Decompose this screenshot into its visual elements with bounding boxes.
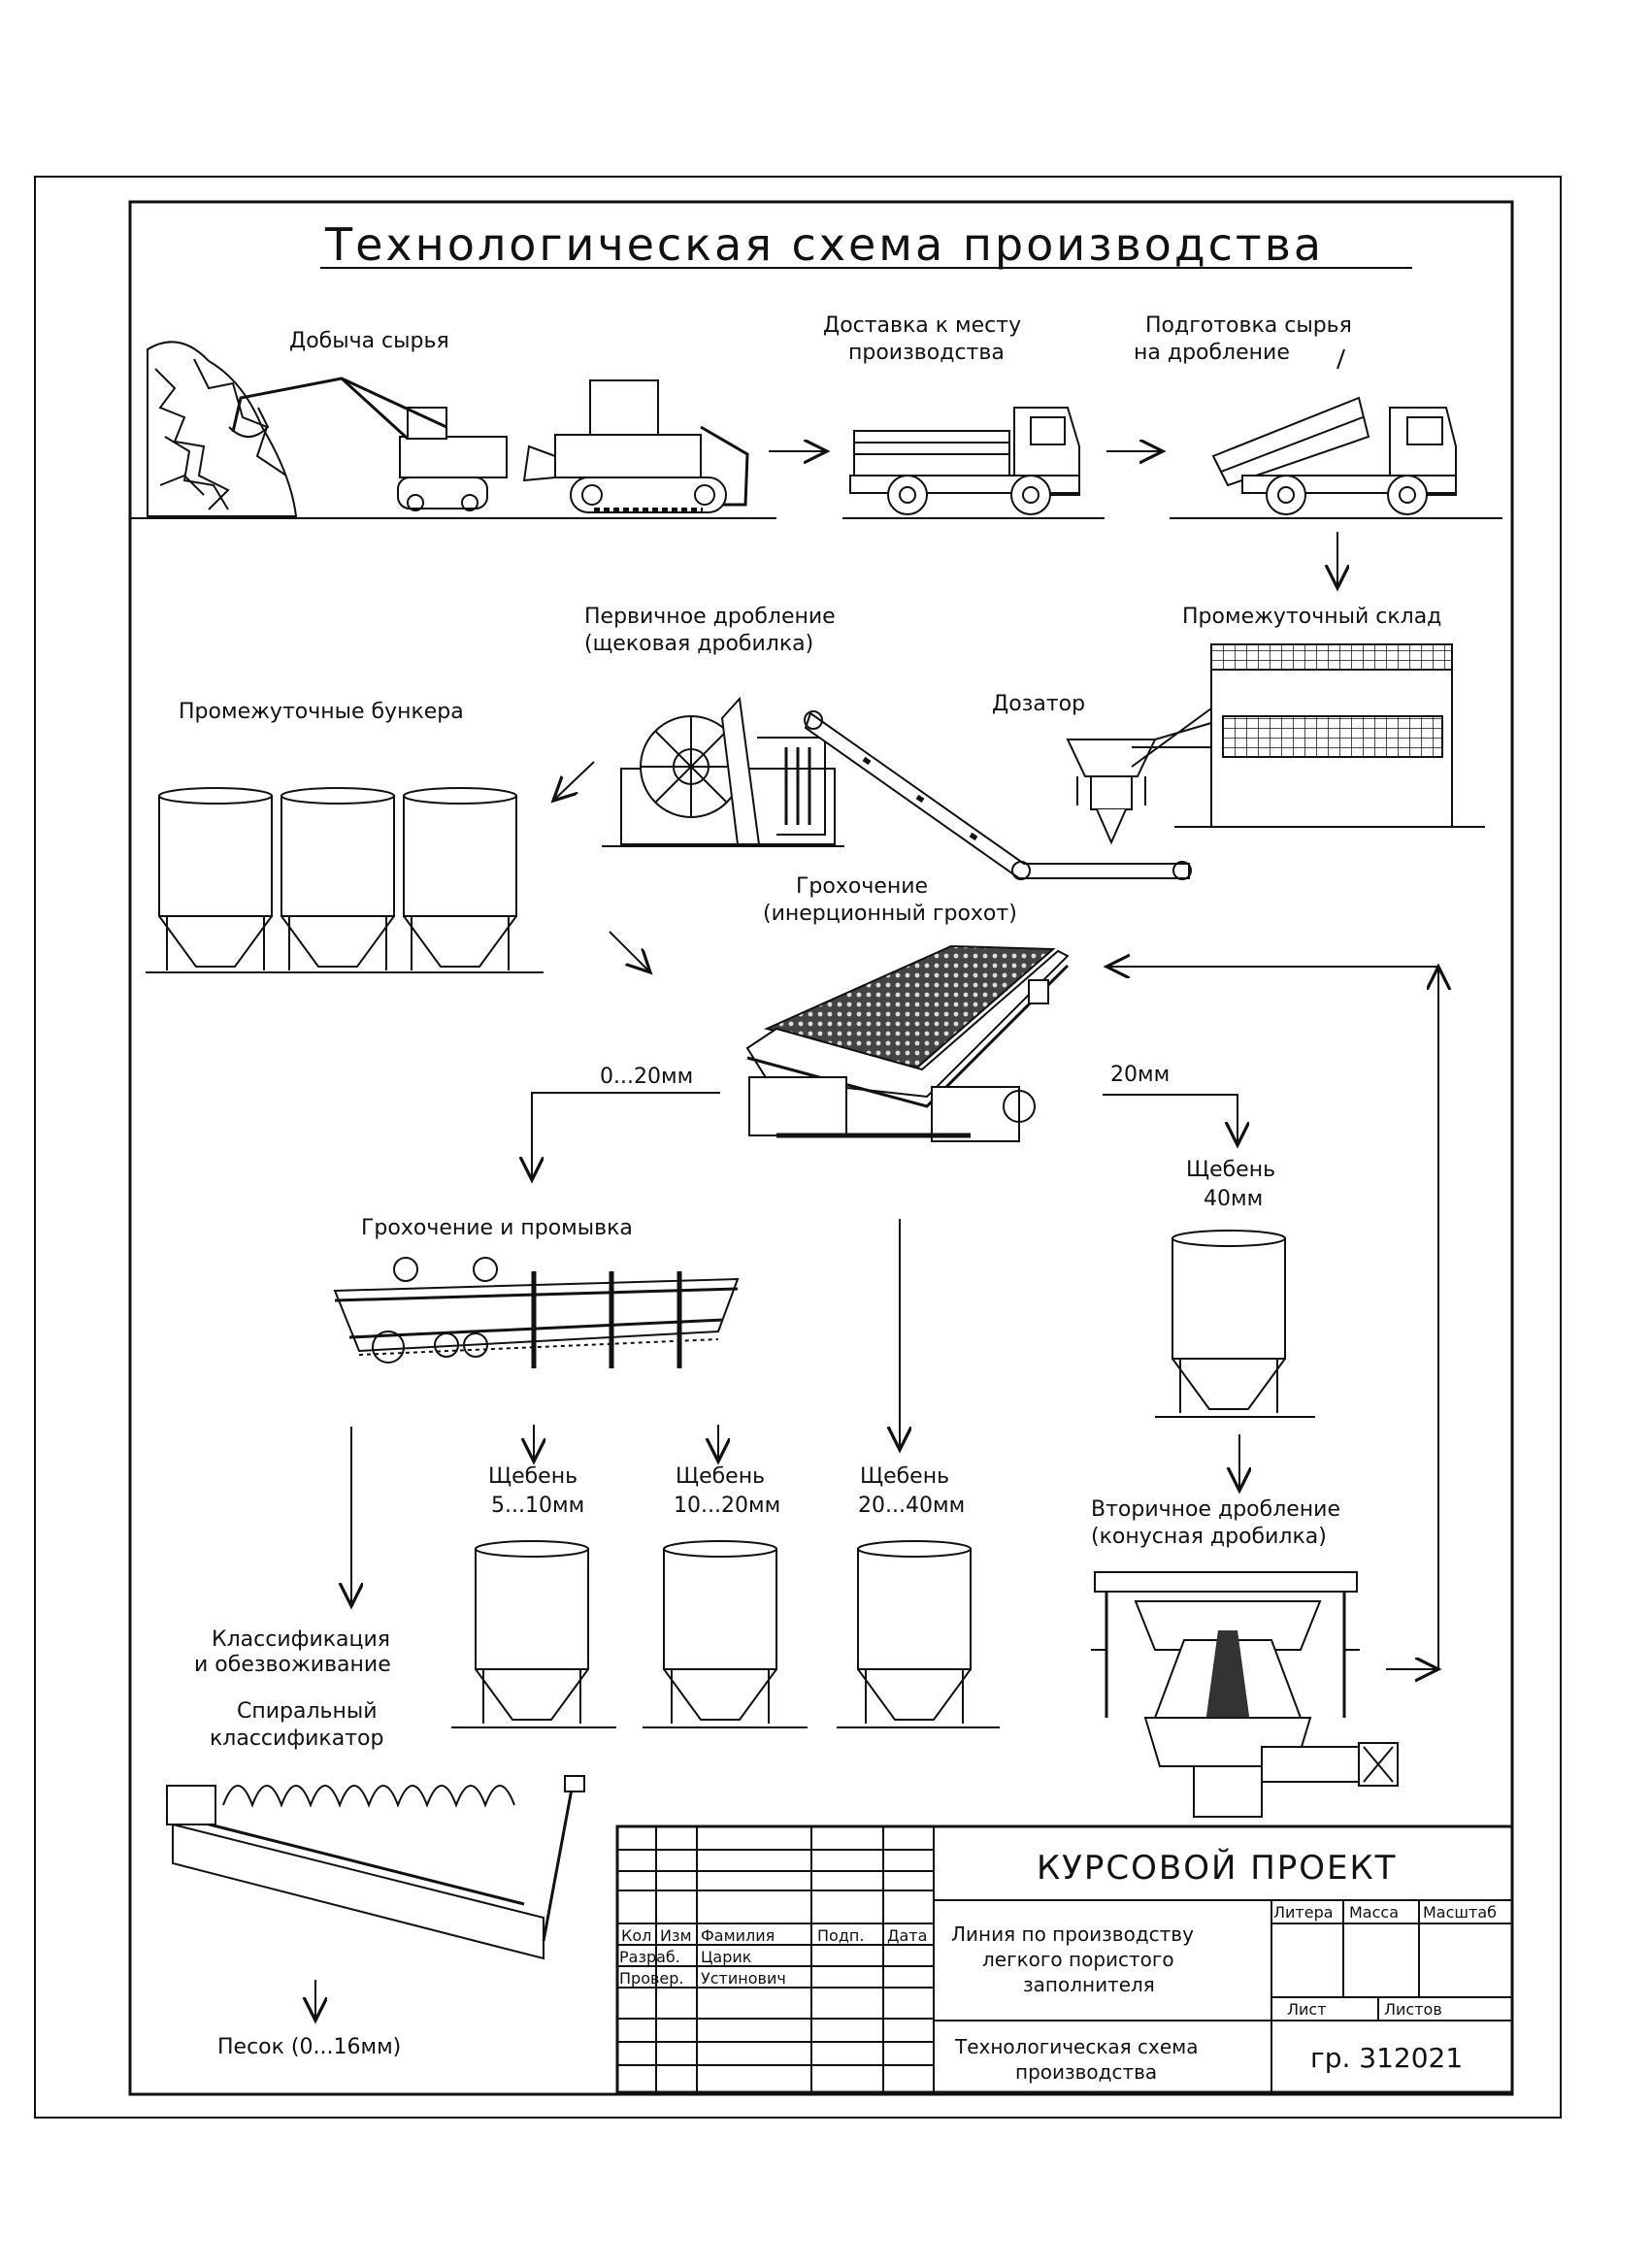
label-screening-1: Грохочение (796, 874, 928, 899)
stamp-name-3: заполнителя (1023, 1973, 1155, 1996)
silo-icon (857, 1540, 972, 1725)
label-spiral-2: классификатор (210, 1726, 383, 1751)
stamp-sheets: Листов (1384, 2000, 1442, 2019)
silo-icon (663, 1540, 777, 1725)
stamp-litera: Литера (1273, 1903, 1334, 1922)
excavator-icon (228, 377, 508, 511)
label-bunkers: Промежуточные бункера (179, 700, 464, 724)
washing-screen-icon (333, 1257, 740, 1368)
inner-frame (128, 200, 1514, 2096)
label-screening-2: (инерционный грохот) (763, 902, 1017, 926)
label-primary-2: (щековая дробилка) (584, 632, 813, 656)
label-g2040-2: 20...40мм (858, 1494, 965, 1518)
silo-icon (158, 787, 273, 971)
label-g1020-1: Щебень (676, 1464, 765, 1489)
title-block: КУРСОВОЙ ПРОЕКТ Кол Изм Фамилия Подп. Да… (615, 1824, 1514, 2094)
doser-icon (1066, 707, 1212, 845)
stamp-doc-2: производства (1015, 2060, 1157, 2084)
label-warehouse: Промежуточный склад (1182, 605, 1441, 629)
diagram-title: Технологическая схема производства (324, 218, 1324, 271)
silo-icon (403, 787, 517, 971)
label-g2040-1: Щебень (860, 1464, 949, 1489)
label-secondary-1: Вторичное дробление (1091, 1497, 1340, 1522)
stamp-project: КУРСОВОЙ ПРОЕКТ (1037, 1848, 1397, 1888)
warehouse-icon (1210, 643, 1453, 828)
label-secondary-2: (конусная дробилка) (1091, 1525, 1327, 1549)
stamp-col-izm: Изм (660, 1926, 692, 1945)
label-fraction-large: 20мм (1110, 1063, 1170, 1087)
stamp-col-sign: Подп. (817, 1926, 864, 1945)
label-prep-1: Подготовка сырья (1145, 313, 1352, 338)
dump-truck-icon (1211, 348, 1457, 515)
label-class-1: Классификация (212, 1627, 390, 1652)
label-wash: Грохочение и промывка (361, 1216, 633, 1240)
stamp-group: гр. 312021 (1310, 2042, 1463, 2074)
rock-pile-icon (147, 341, 298, 517)
jaw-crusher-icon (602, 696, 844, 847)
stamp-col-date: Дата (887, 1926, 927, 1945)
bunker-silos (158, 787, 517, 971)
label-gravel40-2: 40мм (1204, 1187, 1263, 1211)
stamp-sheet: Лист (1287, 2000, 1327, 2019)
vibrating-screen-icon (745, 944, 1070, 1142)
label-class-2: и обезвоживание (194, 1653, 391, 1677)
label-g1020-2: 10...20мм (674, 1494, 780, 1518)
stamp-name-1: Линия по производству (951, 1923, 1194, 1946)
stamp-check-name: Устинович (701, 1969, 786, 1988)
conveyor-icon (804, 710, 1192, 880)
outer-frame (34, 176, 1562, 2119)
label-g510-2: 5...10мм (491, 1494, 584, 1518)
stamp-row-dev: Разраб. (619, 1948, 680, 1966)
label-delivery-2: производства (848, 341, 1005, 365)
flow-arrow (1103, 1094, 1238, 1145)
flow-arrow (532, 1092, 720, 1180)
spiral-classifier-icon (166, 1775, 585, 1960)
label-fraction-small: 0...20мм (600, 1065, 693, 1089)
stamp-mass: Масса (1349, 1903, 1399, 1922)
label-spiral-1: Спиральный (237, 1699, 378, 1724)
stamp-doc-1: Технологическая схема (954, 2035, 1199, 2058)
cone-crusher-icon (1091, 1571, 1399, 1818)
bulldozer-icon (522, 379, 749, 513)
stamp-scale: Масштаб (1423, 1903, 1497, 1922)
flow-arrow (553, 761, 595, 801)
stamp-dev-name: Царик (701, 1948, 752, 1966)
label-doser: Дозатор (992, 692, 1085, 716)
label-delivery-1: Доставка к месту (823, 313, 1021, 338)
label-sand: Песок (0...16мм) (217, 2035, 401, 2059)
stamp-name-2: легкого пористого (982, 1948, 1174, 1971)
stamp-col-family: Фамилия (701, 1926, 775, 1945)
silo-icon (280, 787, 395, 971)
stamp-col-kol: Кол (621, 1926, 651, 1945)
truck-icon (849, 407, 1080, 515)
label-g510-1: Щебень (488, 1464, 578, 1489)
label-extraction: Добыча сырья (289, 329, 449, 353)
silo-icon (1172, 1230, 1286, 1414)
label-prep-2: на дробление (1134, 341, 1290, 365)
silo-icon (475, 1540, 589, 1725)
label-primary-1: Первичное дробление (584, 605, 836, 629)
stamp-row-check: Провер. (619, 1969, 684, 1988)
label-gravel40-1: Щебень (1186, 1158, 1275, 1182)
flow-arrow (609, 931, 650, 972)
